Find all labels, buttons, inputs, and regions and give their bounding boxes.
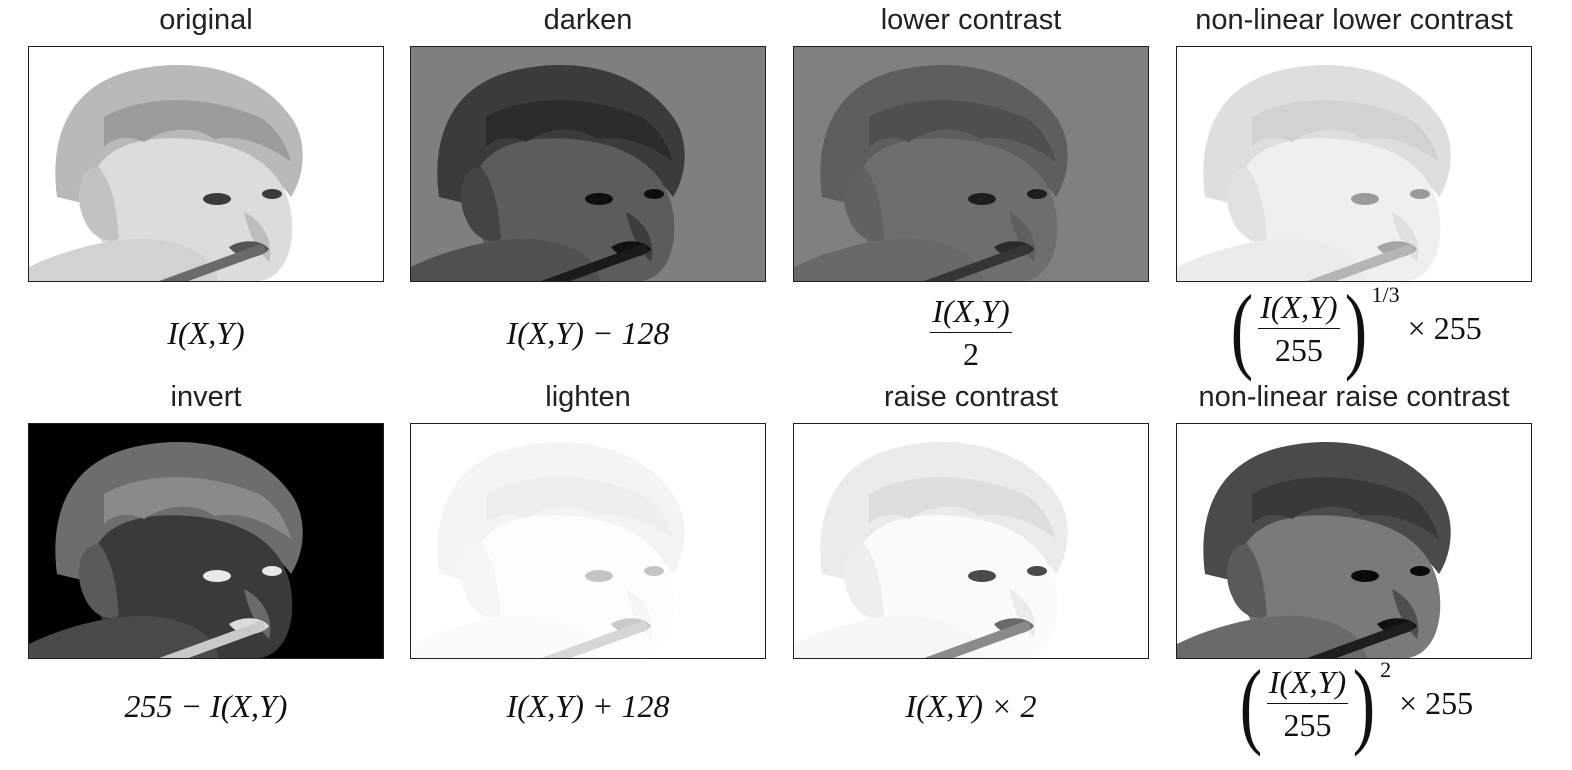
panel-title: invert [170,381,242,413]
image-lower-contrast [793,46,1149,282]
panel-title: lighten [545,381,631,413]
exponent: 1/3 [1371,282,1400,307]
formula-nonlinear-raise-contrast: ( I(X,Y) 255 )2 × 255 [1146,649,1562,757]
formula-text: I(X,Y) + 128 [506,688,670,724]
formula-text: I(X,Y) − 128 [506,315,670,351]
formula-suffix: × 255 [1399,685,1474,721]
fraction-denominator: 255 [1283,707,1332,743]
fraction-denominator: 2 [963,336,979,372]
panel-title: non-linear lower contrast [1195,4,1513,36]
fraction-denominator: 255 [1274,332,1323,368]
formula-raise-contrast: I(X,Y) × 2 [763,673,1179,739]
formula-original: I(X,Y) [0,300,414,366]
paren-left: ( [1239,649,1263,757]
formula-text: 255 − I(X,Y) [124,688,288,724]
panel-title: non-linear raise contrast [1198,381,1510,413]
fraction-numerator: I(X,Y) [930,292,1012,333]
formula-nonlinear-lower-contrast: ( I(X,Y) 255 )1/3 × 255 [1146,274,1562,382]
image-nonlinear-lower-contrast [1176,46,1532,282]
panel-title: lower contrast [880,4,1062,36]
formula-text: I(X,Y) [167,315,245,351]
image-original [28,46,384,282]
image-darken [410,46,766,282]
fraction: I(X,Y) 2 [930,292,1012,373]
panel-title: darken [543,4,633,36]
exponent: 2 [1380,657,1392,682]
panel-title: original [159,4,253,36]
formula-invert: 255 − I(X,Y) [0,673,414,739]
formula-lighten: I(X,Y) + 128 [380,673,796,739]
formula-suffix: × 255 [1407,310,1482,346]
image-lighten [410,423,766,659]
paren-right: ) [1344,274,1367,382]
fraction: I(X,Y) 255 [1266,663,1349,744]
formula-text: I(X,Y) × 2 [905,688,1037,724]
formula-lower-contrast: I(X,Y) 2 [763,292,1179,373]
formula-darken: I(X,Y) − 128 [380,300,796,366]
image-raise-contrast [793,423,1149,659]
image-nonlinear-raise-contrast [1176,423,1532,659]
paren-left: ( [1231,274,1254,382]
fraction: I(X,Y) 255 [1258,288,1340,369]
fraction-numerator: I(X,Y) [1258,288,1340,329]
panel-title: raise contrast [883,381,1059,413]
image-invert [28,423,384,659]
fraction-numerator: I(X,Y) [1266,663,1349,704]
paren-right: ) [1352,649,1376,757]
